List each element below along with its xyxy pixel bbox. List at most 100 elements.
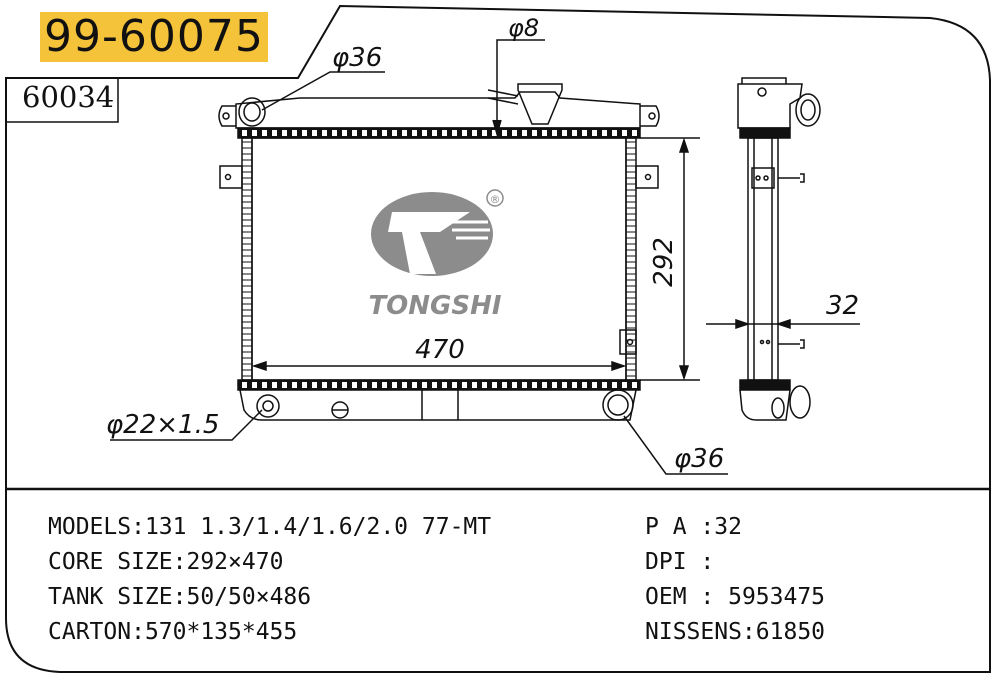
dim-overflow-label: φ8 (508, 14, 539, 42)
filler-neck (517, 83, 563, 125)
spec-label: MODELS: (48, 514, 145, 540)
side-top-header (739, 127, 791, 139)
dim-outlet-bottom-label: φ36 (674, 444, 724, 474)
top-tank (235, 91, 641, 129)
right-bracket-bottom (619, 329, 637, 355)
leader-overflow (496, 39, 545, 134)
outlet-bottom (602, 389, 634, 421)
part-number: 99-60075 (40, 12, 268, 62)
crimp-tooth (592, 382, 597, 388)
side-outlet (789, 385, 811, 419)
crimp-tooth (372, 382, 377, 388)
crimp-tooth (442, 382, 447, 388)
crimp-tooth (392, 130, 397, 136)
crimp-tooth (542, 382, 547, 388)
reference-number: 60034 (22, 80, 115, 114)
crimp-tooth (552, 130, 557, 136)
left-bracket (219, 165, 243, 189)
spec-models: MODELS:131 1.3/1.4/1.6/2.0 77-MT (48, 510, 491, 545)
crimp-tooth (242, 382, 247, 388)
crimp-tooth (482, 130, 487, 136)
leader-outlet-bottom (623, 415, 728, 475)
leader-outlet-small (110, 409, 263, 441)
crimp-tooth (302, 130, 307, 136)
side-bracket-hole-a (755, 175, 761, 181)
dimension-lines (110, 39, 860, 475)
crimp-tooth (632, 382, 637, 388)
crimp-tooth (502, 130, 507, 136)
top-left-ear (218, 105, 236, 127)
crimp-tooth (372, 130, 377, 136)
crimp-tooth (632, 130, 637, 136)
crimp-tooth (622, 382, 627, 388)
crimp-tooth (462, 382, 467, 388)
crimp-tooth (302, 382, 307, 388)
side-pin-top (778, 173, 805, 183)
side-bottom-tank (739, 389, 791, 421)
crimp-tooth (322, 130, 327, 136)
dim-core-height-label: 292 (649, 237, 679, 287)
spec-value: 50/50×486 (186, 584, 312, 610)
right-bracket-top (635, 165, 659, 189)
dim-core-width-label: 470 (415, 335, 465, 365)
spec-value: 32 (714, 514, 742, 540)
drawing-frame (5, 4, 991, 673)
dim-32-arrow-left (735, 318, 751, 330)
crimp-tooth (552, 382, 557, 388)
crimp-tooth (602, 382, 607, 388)
crimp-tooth (312, 130, 317, 136)
side-pin-bottom (778, 339, 805, 349)
side-dot-a (759, 339, 765, 345)
registered-mark: ® (490, 193, 501, 206)
spec-carton: CARTON:570*135*455 (48, 615, 491, 650)
outlet-small-inner (262, 400, 274, 412)
core-crimp-ticks (242, 141, 636, 377)
crimp-tooth (272, 130, 277, 136)
outlet-small (256, 394, 280, 418)
crimp-tooth (362, 382, 367, 388)
crimp-tooth (432, 382, 437, 388)
side-filler-neck (741, 77, 787, 84)
crimp-tooth (282, 382, 287, 388)
crimp-tooth (592, 130, 597, 136)
crimp-tooth (252, 130, 257, 136)
crimp-tooth (312, 382, 317, 388)
reference-box (6, 77, 119, 123)
crimp-tooth (572, 130, 577, 136)
crimp-tooth (522, 382, 527, 388)
crimp-tooth (332, 130, 337, 136)
crimp-tooth (272, 382, 277, 388)
side-bracket-hole-b (763, 175, 769, 181)
crimp-tooth (612, 382, 617, 388)
spec-label: TANK SIZE: (48, 584, 187, 610)
crimp-tooth (252, 382, 257, 388)
spec-nissens: NISSENS:61850 (645, 615, 825, 650)
crimp-tooth (352, 130, 357, 136)
crimp-tooth (492, 382, 497, 388)
crimp-tooth (292, 382, 297, 388)
spec-label: OEM : (645, 584, 729, 610)
spec-dpi: DPI : (645, 545, 825, 580)
crimp-tooth (622, 130, 627, 136)
crimp-tooth (422, 382, 427, 388)
side-inlet-pipe-inner (800, 99, 816, 121)
crimp-tooth (332, 382, 337, 388)
crimp-tooth (322, 382, 327, 388)
dim-inlet-top-label: φ36 (332, 43, 382, 73)
crimp-tooth (532, 130, 537, 136)
crimp-tooth (502, 382, 507, 388)
top-right-ear-hole (648, 112, 656, 120)
crimp-tooth (612, 130, 617, 136)
spec-label: NISSENS: (645, 619, 756, 645)
crimp-tooth (512, 382, 517, 388)
spec-list-left: MODELS:131 1.3/1.4/1.6/2.0 77-MT CORE SI… (48, 510, 491, 650)
crimp-tooth (382, 130, 387, 136)
side-top-tank (737, 83, 803, 129)
crimp-tooth (412, 382, 417, 388)
crimp-tooth (402, 130, 407, 136)
left-side-rail (241, 137, 253, 381)
radiator-core (251, 137, 627, 381)
radiator-front-view (218, 83, 660, 421)
crimp-tooth (452, 382, 457, 388)
